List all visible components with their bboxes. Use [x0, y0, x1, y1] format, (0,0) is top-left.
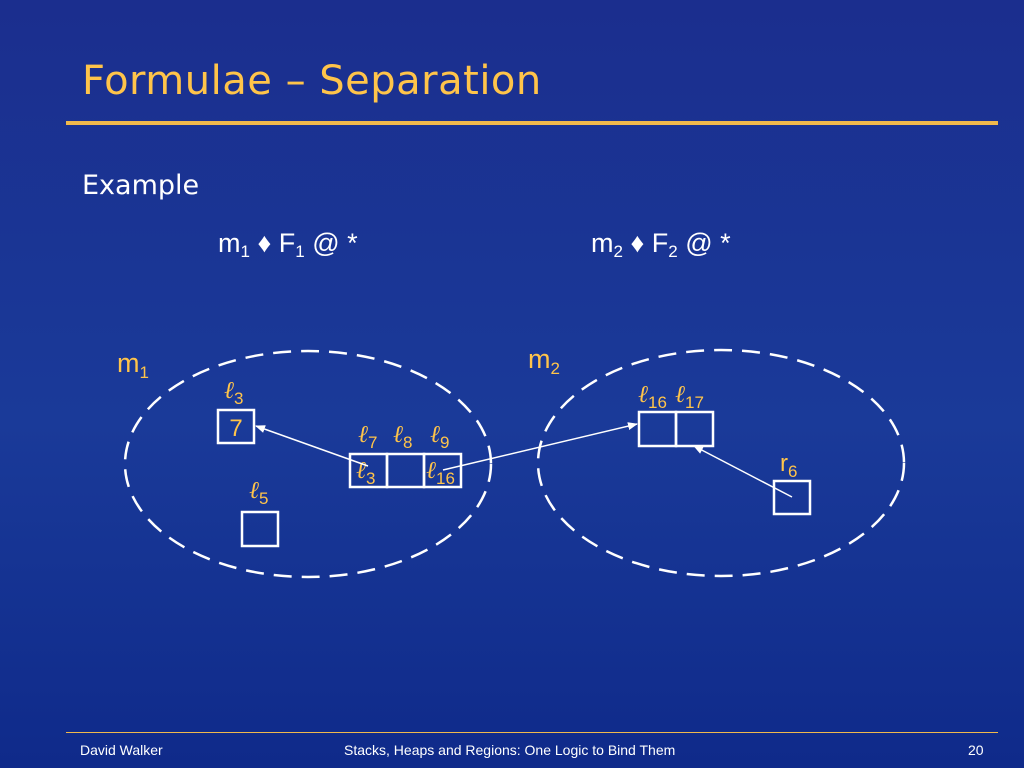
region-m1-label: m1: [117, 348, 149, 382]
cell-r6: [772, 479, 812, 516]
pointer-r6-to-l16: [693, 445, 793, 498]
formula-1: m1 ♦ F1 @ *: [218, 228, 358, 262]
location-l17-label: ℓ17: [675, 380, 704, 412]
formula-2-m-sub: 2: [613, 242, 623, 261]
cell-l7-value: ℓ3: [356, 456, 375, 488]
region-m1-boundary: [123, 349, 493, 579]
region-m2-boundary: [536, 348, 906, 578]
formula-2-rest: @ *: [685, 228, 731, 258]
formula-2-operator: ♦: [630, 228, 645, 258]
location-l16-label: ℓ16: [638, 380, 667, 412]
cell-l5: [240, 510, 280, 548]
example-label: Example: [82, 170, 200, 201]
location-l8-label: ℓ8: [393, 420, 412, 452]
location-l3-label: ℓ3: [224, 376, 243, 408]
cell-l8: [385, 452, 426, 489]
formula-1-m-sub: 1: [240, 242, 250, 261]
cell-l16: [637, 410, 678, 448]
formula-1-rest: @ *: [312, 228, 358, 258]
formula-2-f: F: [651, 228, 669, 258]
formula-2: m2 ♦ F2 @ *: [591, 228, 731, 262]
cell-l3-value: 7: [229, 415, 242, 442]
pointer-l7-to-l3: [255, 425, 369, 467]
location-l9-label: ℓ9: [430, 420, 449, 452]
location-r6-label: r6: [780, 450, 797, 481]
pointer-l9-to-l16: [442, 422, 638, 471]
footer-author: David Walker: [80, 742, 163, 758]
formula-1-f-sub: 1: [295, 242, 305, 261]
formula-1-operator: ♦: [257, 228, 272, 258]
cell-l3: [216, 408, 256, 445]
formula-1-m: m: [218, 228, 241, 258]
formula-2-f-sub: 2: [668, 242, 678, 261]
formula-1-f: F: [278, 228, 296, 258]
region-m2-label: m2: [528, 344, 560, 378]
page-number: 20: [968, 742, 984, 758]
formula-2-m: m: [591, 228, 614, 258]
slide-title: Formulae – Separation: [82, 58, 542, 104]
cell-l9: [422, 452, 463, 489]
cell-l9-value: ℓ16: [426, 456, 455, 488]
cell-l17: [674, 410, 715, 448]
location-l5-label: ℓ5: [249, 476, 268, 508]
footer-title: Stacks, Heaps and Regions: One Logic to …: [344, 742, 676, 758]
location-l7-label: ℓ7: [358, 420, 377, 452]
title-divider: [66, 121, 998, 125]
footer-divider: [66, 732, 998, 733]
